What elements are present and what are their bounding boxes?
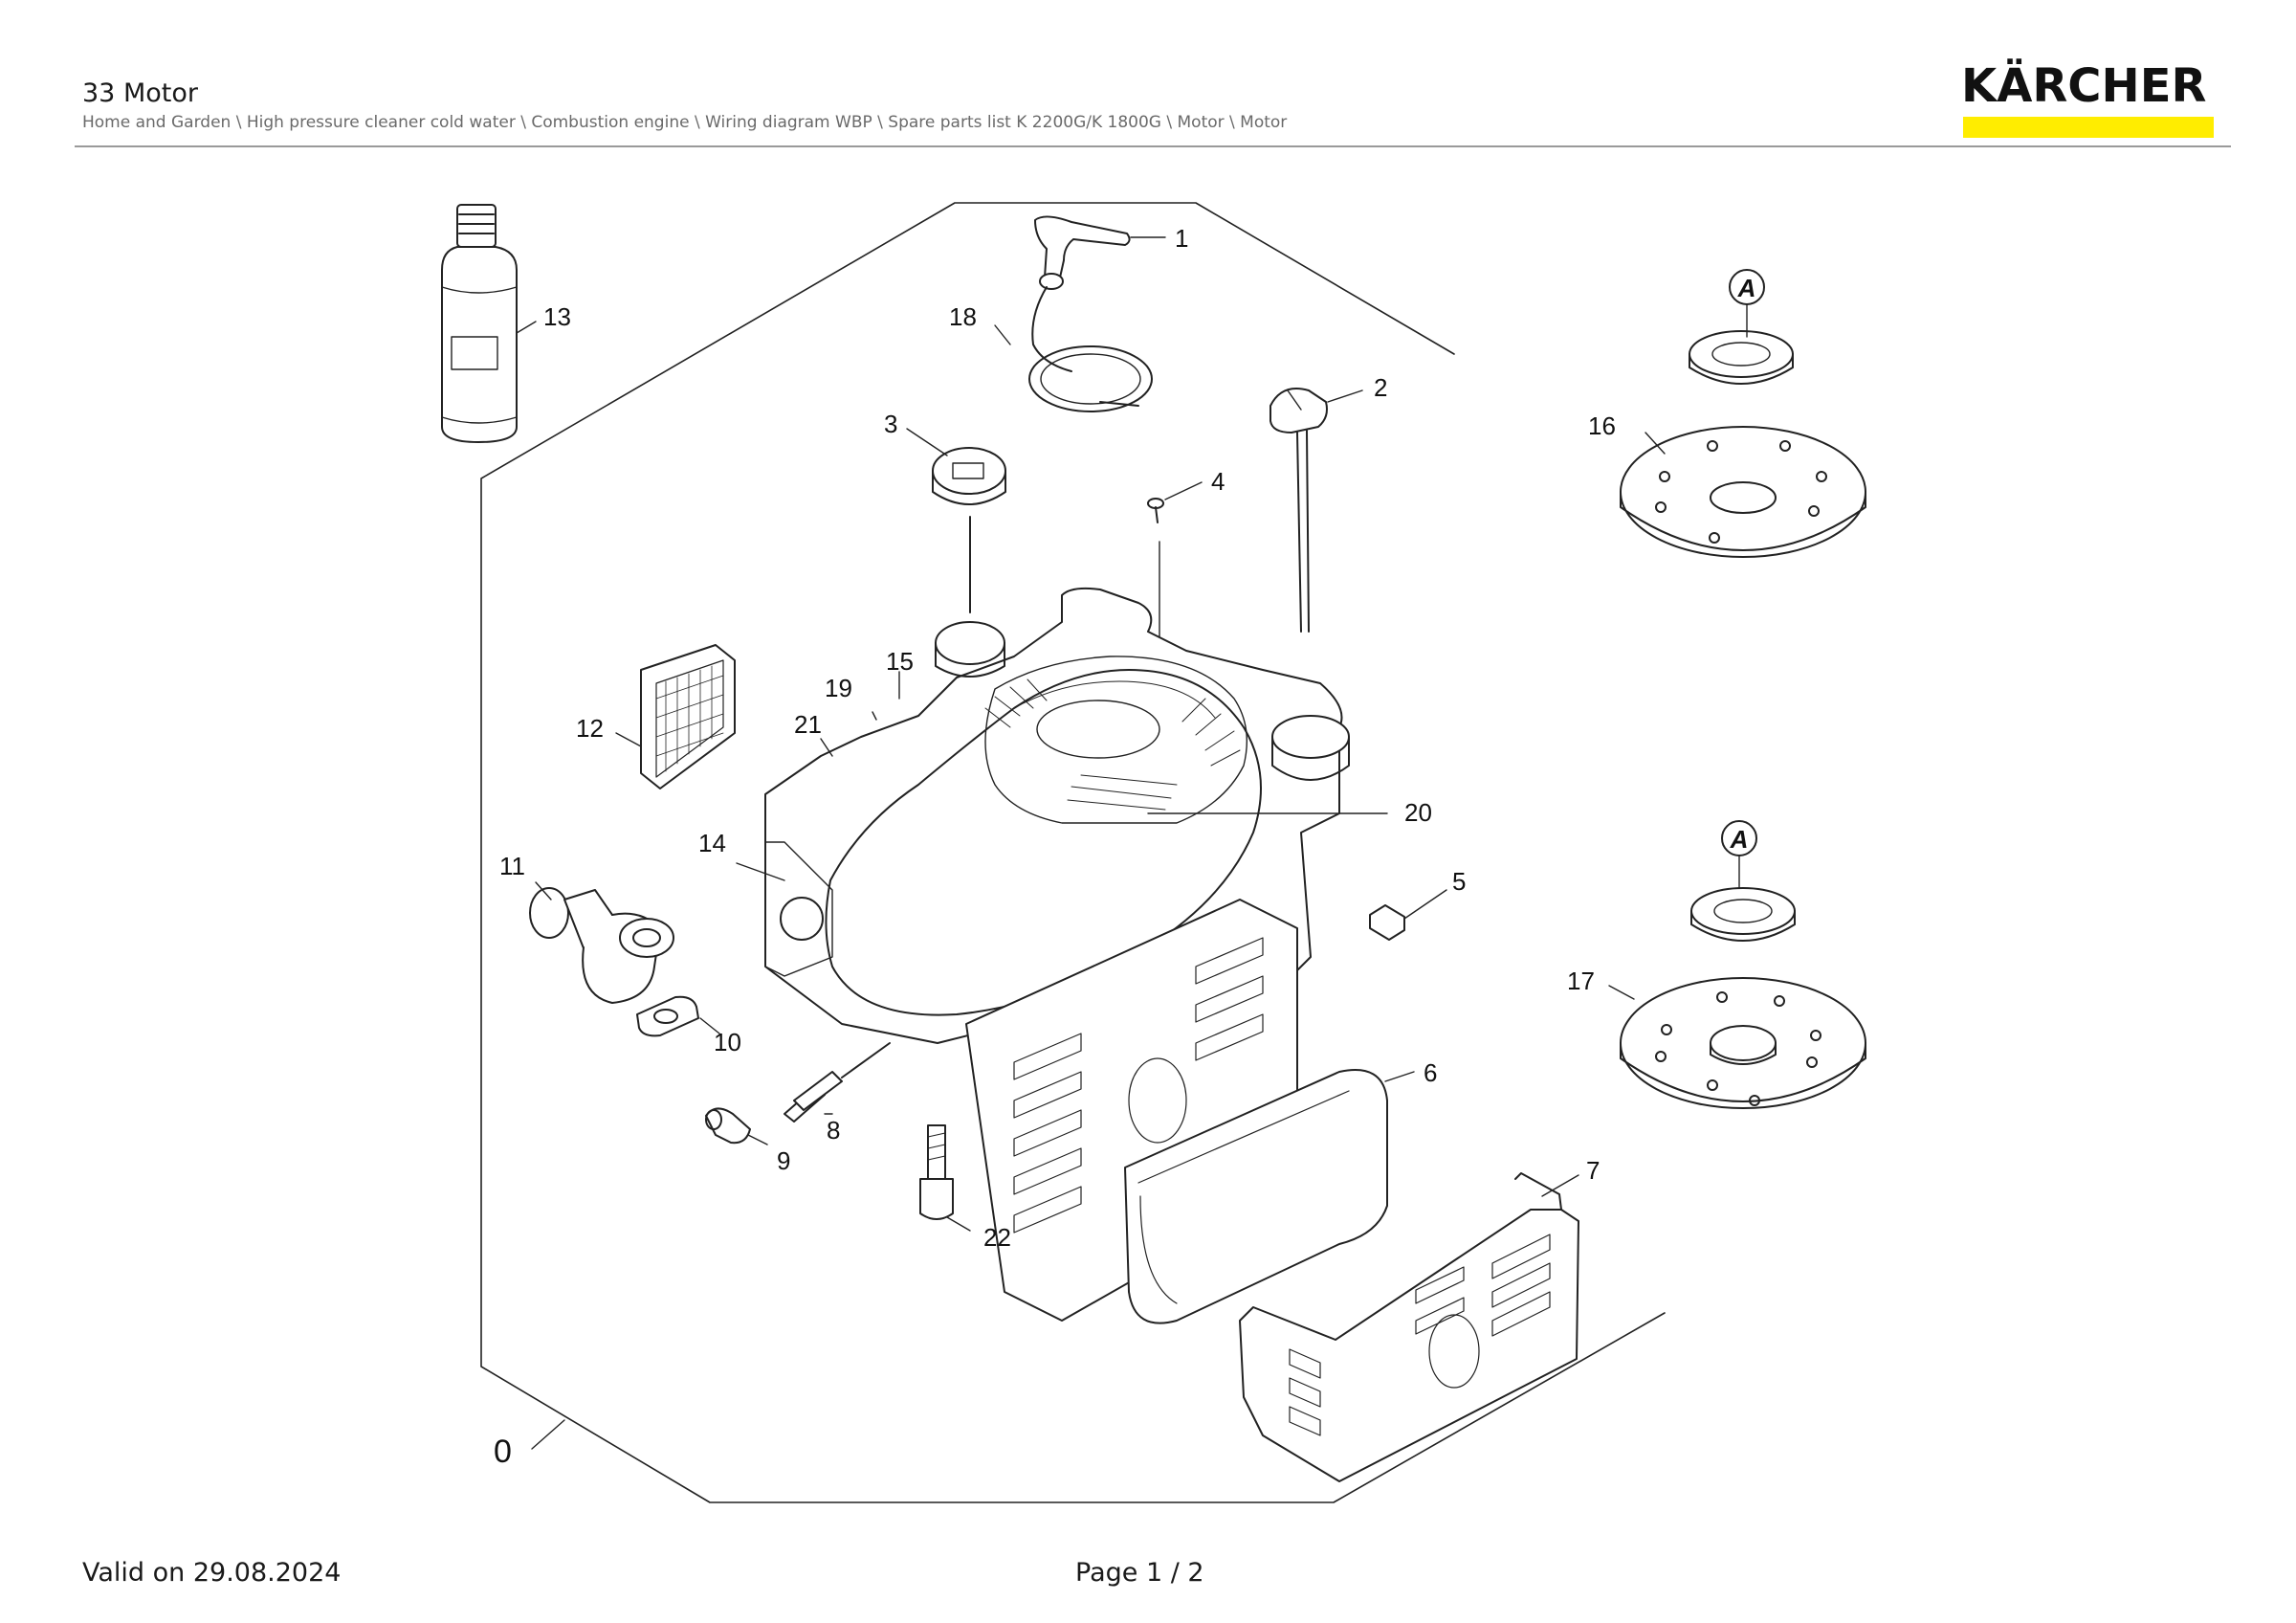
gasket-part [636,995,699,1037]
callout-2: 2 [1374,373,1387,402]
callout-12: 12 [576,714,604,743]
callout-numbers: 0 1 2 3 4 5 6 7 8 9 10 11 12 13 14 15 16… [494,224,1616,1470]
detail-marker-a-top: A [1737,274,1756,302]
assembly-outline [480,202,1666,1503]
karcher-logo: KÄRCHER [1961,63,2216,140]
air-filter-part [640,644,736,789]
muffler-part [1124,1069,1388,1324]
callout-21: 21 [794,710,822,739]
callout-20: 20 [1404,798,1432,827]
callout-10: 10 [714,1028,741,1056]
starter-handle-part [1028,215,1153,412]
callout-3: 3 [884,410,897,438]
mounting-plate-17-part [1620,820,1866,1109]
breadcrumb: Home and Garden \ High pressure cleaner … [82,113,1288,132]
logo-wordmark: KÄRCHER [1961,59,2207,113]
callout-9: 9 [777,1146,790,1175]
header-divider [75,145,2231,147]
callout-11: 11 [499,852,525,880]
heat-shield-part [1239,1172,1579,1482]
detail-marker-a-bottom: A [1730,825,1749,854]
callout-19: 19 [825,674,852,702]
logo-yellow-bar [1963,117,2214,138]
fuel-cap-part [932,447,1006,613]
spark-plug-cap-part [705,1107,751,1145]
callout-8: 8 [827,1116,840,1145]
callout-18: 18 [949,302,977,331]
callout-0: 0 [494,1434,512,1470]
page-number: Page 1 / 2 [1075,1558,1204,1588]
callout-22: 22 [983,1223,1011,1252]
callout-15: 15 [886,647,914,676]
callout-13: 13 [543,302,571,331]
bolt-part [919,1124,954,1220]
callout-6: 6 [1424,1058,1437,1087]
carburetor-part [529,887,674,1004]
oil-bottle-part [441,204,518,443]
nut-part [1369,904,1405,941]
mounting-plate-16-part [1620,269,1866,558]
valid-date: Valid on 29.08.2024 [82,1558,342,1588]
callout-17: 17 [1567,967,1595,995]
page-title: 33 Motor [82,78,198,108]
leader-lines [516,236,1748,1450]
callout-5: 5 [1452,867,1466,896]
callout-7: 7 [1586,1156,1600,1185]
spark-plug-part [784,1042,891,1123]
callout-14: 14 [698,829,726,857]
callout-4: 4 [1211,467,1225,496]
callout-16: 16 [1588,411,1616,440]
dipstick-part [1269,388,1328,633]
callout-1: 1 [1175,224,1188,253]
